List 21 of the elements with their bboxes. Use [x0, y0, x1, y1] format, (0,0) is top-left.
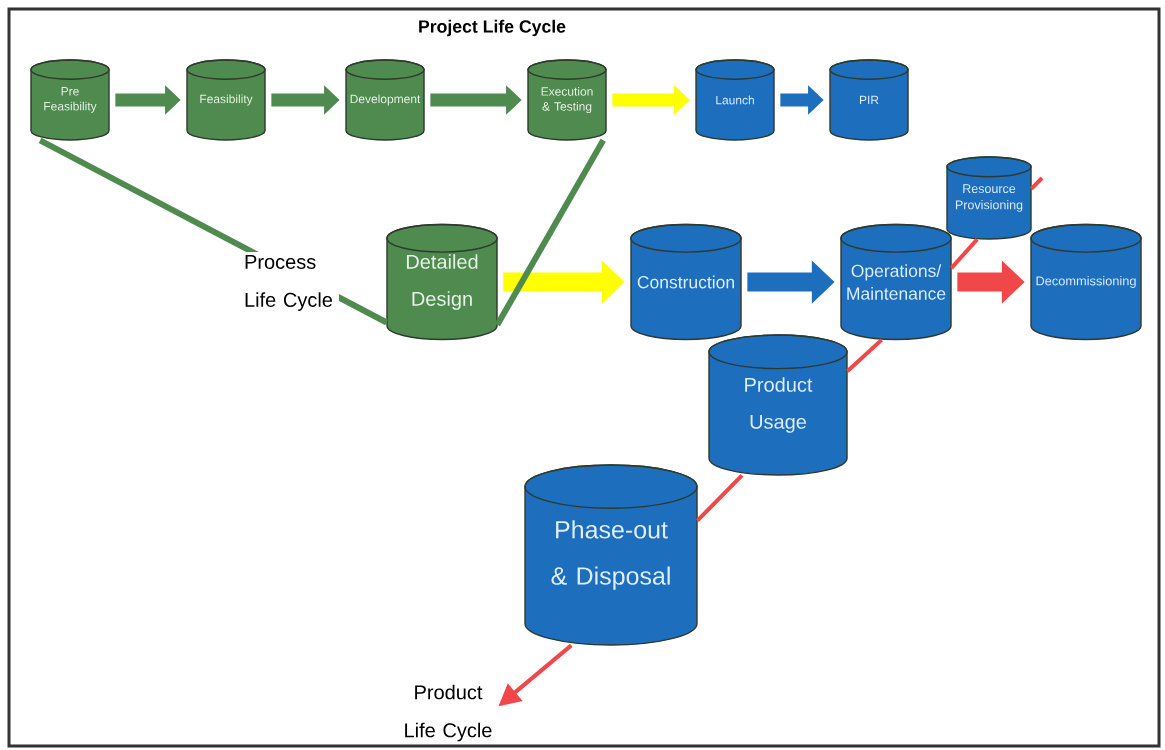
cylinder: Launch: [695, 59, 775, 141]
cylinder: Development: [345, 59, 425, 141]
cylinder: Decommissioning: [1030, 223, 1142, 341]
connector-line: [949, 238, 979, 270]
cylinder: Feasibility: [186, 59, 266, 141]
connector-line: [695, 473, 744, 523]
cylinder: Phase-out & Disposal: [524, 464, 698, 646]
cylinder: Resource Provisioning: [946, 156, 1032, 240]
title: Project Life Cycle: [419, 19, 566, 37]
connector-line: [846, 338, 883, 373]
cylinder: Execution & Testing: [527, 59, 607, 141]
connector-line: [494, 138, 606, 327]
cylinder: Pre Feasibility: [30, 59, 110, 141]
cylinder: Product Usage: [708, 334, 848, 476]
text-label: Product Life Cycle: [405, 684, 492, 742]
cylinder: Operations/ Maintenance: [840, 223, 952, 341]
edge-label: Process Life Cycle: [241, 252, 339, 314]
cylinder: Construction: [630, 223, 742, 341]
connector-line: [1029, 176, 1044, 191]
cylinder: PIR: [829, 59, 909, 141]
cylinder: Detailed Design: [386, 223, 498, 341]
